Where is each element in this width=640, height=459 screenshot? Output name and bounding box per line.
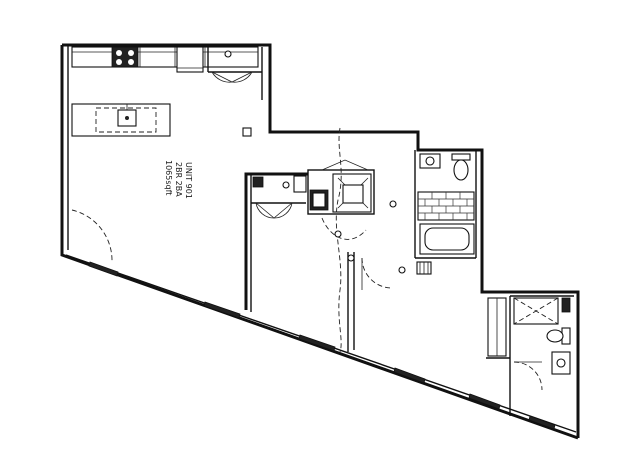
wall-stub	[242, 127, 252, 137]
unit-label: UNIT 901 2BR 2BA 1065sqft	[164, 160, 193, 199]
laundry-closet	[293, 159, 375, 215]
ensuite-toilet-icon	[546, 327, 571, 345]
linen-closet	[416, 261, 432, 275]
refrigerator-icon	[176, 46, 204, 73]
ensuite-door-swing	[513, 361, 543, 391]
hall-door-swing	[361, 257, 393, 289]
toilet-icon	[451, 153, 471, 181]
window-markers	[88, 261, 556, 430]
pantry-closet	[207, 47, 263, 100]
bathtub-icon	[419, 223, 475, 255]
ensuite-vanity-icon	[551, 351, 571, 375]
dashed-soffit-line	[321, 127, 367, 353]
kitchen-counter	[71, 46, 259, 68]
ensuite-bathroom	[509, 295, 574, 416]
unit-area: 1065sqft	[164, 160, 173, 195]
vanity-sink-icon	[419, 153, 441, 169]
bedroom-closet-fixtures	[252, 176, 290, 189]
core-wall	[334, 200, 406, 352]
kitchen-island	[71, 103, 171, 137]
cooktop-icon	[111, 46, 139, 68]
unit-name: UNIT 901	[184, 162, 193, 199]
unit-type: 2BR 2BA	[174, 162, 183, 197]
main-bathroom	[414, 150, 477, 259]
ensuite-closet	[486, 297, 510, 359]
balcony-door-swing	[71, 209, 113, 263]
bedroom-walls	[244, 172, 308, 312]
